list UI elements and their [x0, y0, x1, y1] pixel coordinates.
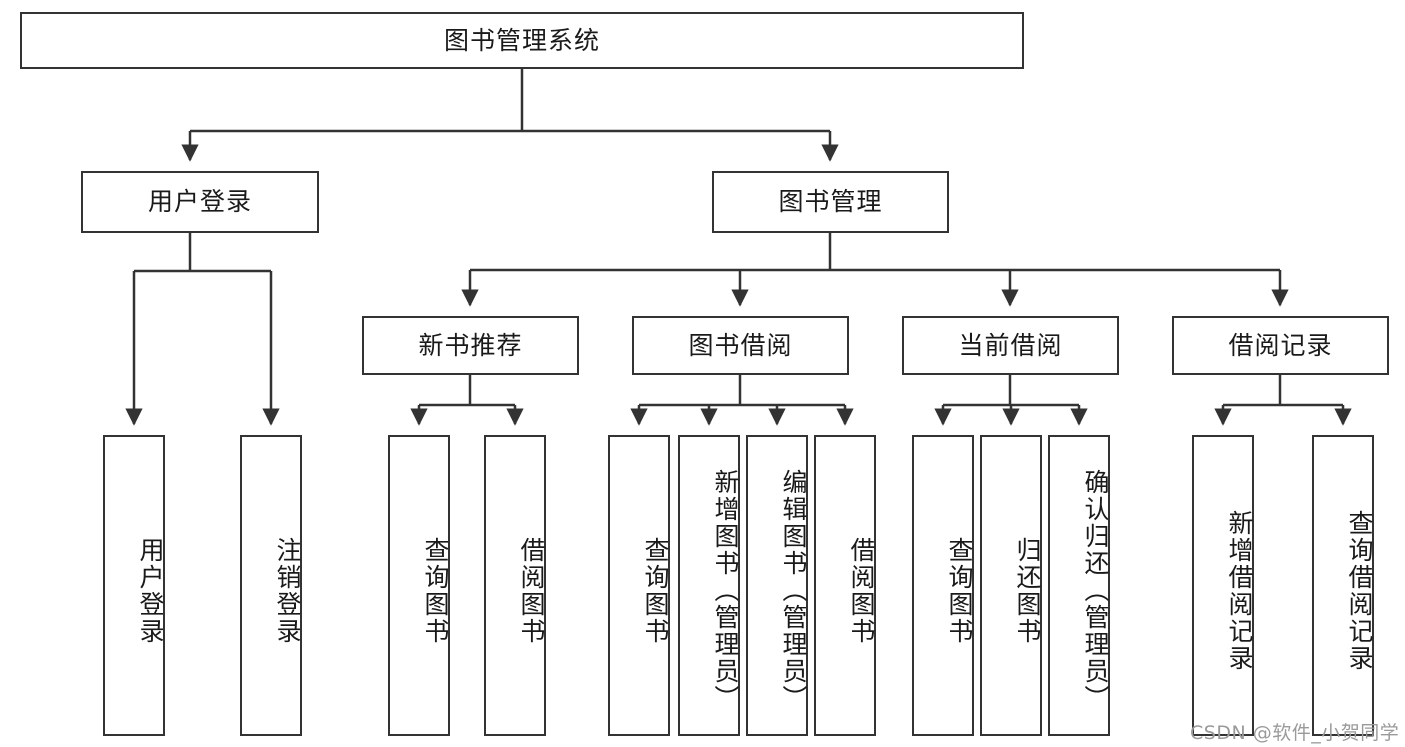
leaf-confirm-return-admin-label: 确认归还（管理员）	[1081, 469, 1110, 712]
node-current-borrow[interactable]: 当前借阅	[902, 316, 1119, 375]
node-book-management[interactable]: 图书管理	[712, 171, 949, 233]
leaf-edit-book-admin-label: 编辑图书（管理员）	[779, 469, 808, 712]
leaf-query-book-recommend[interactable]: 查询图书	[388, 435, 450, 736]
node-book-borrow[interactable]: 图书借阅	[632, 316, 849, 375]
node-new-book-recommend[interactable]: 新书推荐	[362, 316, 579, 375]
leaf-user-login-label: 用户登录	[136, 536, 165, 645]
node-current-borrow-label: 当前借阅	[958, 330, 1063, 360]
leaf-query-borrow-record-label: 查询借阅记录	[1345, 509, 1374, 672]
leaf-add-book-admin-label: 新增图书（管理员）	[711, 469, 740, 712]
leaf-user-login[interactable]: 用户登录	[103, 435, 165, 736]
node-book-borrow-label: 图书借阅	[688, 330, 793, 360]
leaf-borrow-book[interactable]: 借阅图书	[814, 435, 876, 736]
node-user-login[interactable]: 用户登录	[81, 171, 319, 233]
node-borrow-records[interactable]: 借阅记录	[1172, 316, 1389, 375]
leaf-add-borrow-record[interactable]: 新增借阅记录	[1192, 435, 1254, 736]
leaf-query-book-borrow-label: 查询图书	[641, 536, 670, 645]
leaf-borrow-book-recommend[interactable]: 借阅图书	[484, 435, 546, 736]
node-root[interactable]: 图书管理系统	[20, 12, 1024, 69]
leaf-query-book-current[interactable]: 查询图书	[912, 435, 974, 736]
leaf-logout[interactable]: 注销登录	[240, 435, 302, 736]
leaf-add-book-admin[interactable]: 新增图书（管理员）	[678, 435, 740, 736]
leaf-query-borrow-record[interactable]: 查询借阅记录	[1312, 435, 1374, 736]
node-user-login-label: 用户登录	[147, 187, 252, 217]
node-root-label: 图书管理系统	[443, 25, 600, 55]
leaf-return-book-label: 归还图书	[1013, 536, 1042, 645]
leaf-confirm-return-admin[interactable]: 确认归还（管理员）	[1048, 435, 1110, 736]
leaf-return-book[interactable]: 归还图书	[980, 435, 1042, 736]
node-book-management-label: 图书管理	[778, 187, 883, 217]
leaf-query-book-recommend-label: 查询图书	[421, 536, 450, 645]
leaf-logout-label: 注销登录	[273, 536, 302, 645]
node-borrow-records-label: 借阅记录	[1228, 330, 1333, 360]
leaf-borrow-book-recommend-label: 借阅图书	[517, 536, 546, 645]
leaf-edit-book-admin[interactable]: 编辑图书（管理员）	[746, 435, 808, 736]
node-new-book-recommend-label: 新书推荐	[418, 330, 523, 360]
watermark-csdn: CSDN @软件_小贺同学	[1190, 722, 1400, 744]
leaf-add-borrow-record-label: 新增借阅记录	[1225, 509, 1254, 672]
leaf-query-book-borrow[interactable]: 查询图书	[608, 435, 670, 736]
leaf-query-book-current-label: 查询图书	[945, 536, 974, 645]
leaf-borrow-book-label: 借阅图书	[847, 536, 876, 645]
